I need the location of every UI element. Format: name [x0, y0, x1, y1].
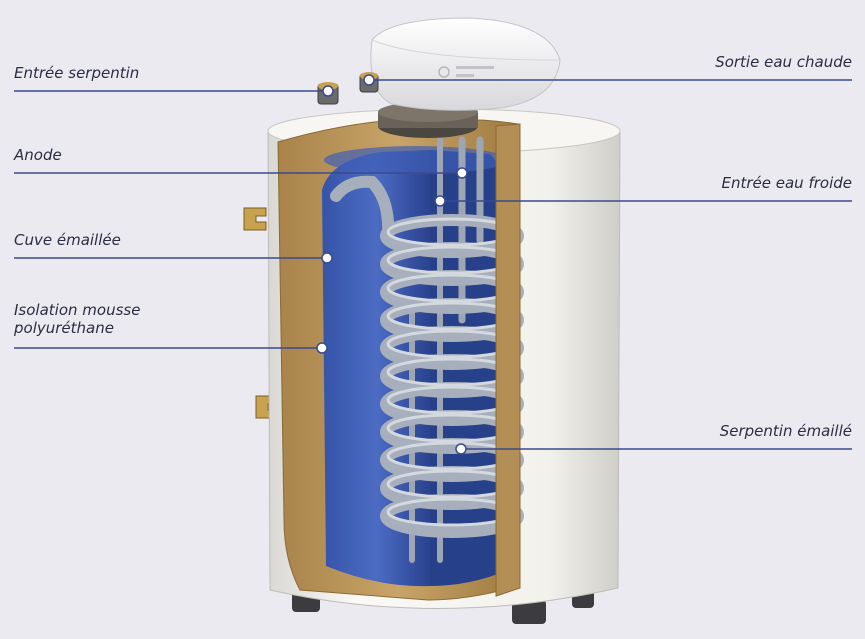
label-insulation-line1: Isolation mousse — [14, 301, 141, 319]
leader-lines — [14, 79, 852, 450]
dot-tank — [321, 252, 333, 264]
dot-coil-inlet — [322, 85, 334, 97]
label-hot-water-outlet: Sortie eau chaude — [715, 53, 852, 71]
label-insulation-line2: polyuréthane — [14, 319, 114, 337]
leader-dots — [316, 74, 468, 455]
dot-anode — [456, 167, 468, 179]
dot-insulation — [316, 342, 328, 354]
dot-coil — [455, 443, 467, 455]
foam-wall-front — [495, 123, 521, 597]
dot-cold-inlet — [434, 195, 446, 207]
label-coil-inlet: Entrée serpentin — [14, 64, 140, 82]
dot-hot-outlet — [363, 74, 375, 86]
control-cap — [370, 17, 561, 111]
top-flange — [378, 102, 478, 138]
label-enamelled-tank: Cuve émaillée — [14, 231, 121, 249]
label-anode: Anode — [14, 146, 62, 164]
label-enamelled-coil: Serpentin émaillé — [719, 422, 852, 440]
label-cold-water-inlet: Entrée eau froide — [721, 174, 853, 192]
